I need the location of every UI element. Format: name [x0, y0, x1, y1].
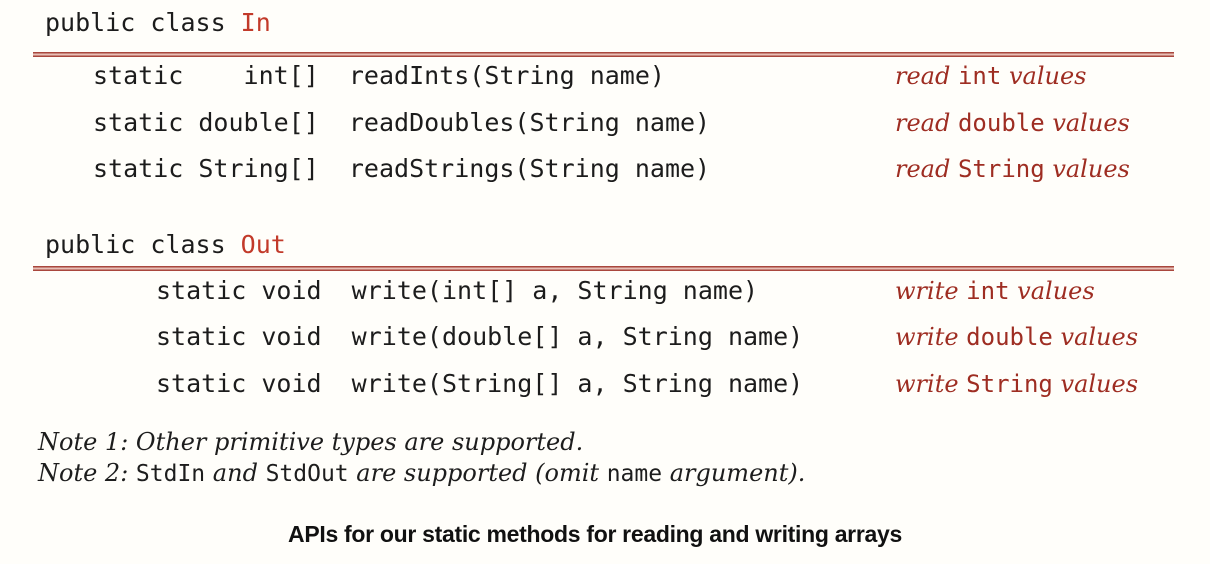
note-text: Note 1: Other primitive types are suppor…	[38, 428, 584, 456]
note-text: are supported (omit	[348, 459, 607, 487]
method-annotation: write String values	[895, 369, 1138, 402]
annotation-prefix: read	[895, 109, 958, 137]
annotation-prefix: write	[895, 323, 967, 351]
method-annotation: read String values	[895, 154, 1130, 187]
method-signature: static String[] readStrings(String name)	[93, 154, 711, 183]
note-text: and	[205, 459, 266, 487]
api-row-write-double: static void write(double[] a, String nam…	[0, 322, 1210, 352]
annotation-code: int	[966, 277, 1010, 305]
method-signature: static double[] readDoubles(String name)	[93, 108, 711, 137]
annotation-suffix: values	[1044, 155, 1130, 183]
note-text: Note 2:	[38, 459, 136, 487]
method-annotation: write double values	[895, 322, 1138, 355]
method-annotation: write int values	[895, 276, 1095, 309]
method-signature: static void write(double[] a, String nam…	[156, 322, 804, 351]
method-signature: static void write(String[] a, String nam…	[156, 369, 804, 398]
class-header-in: public class In	[45, 8, 271, 38]
annotation-code: double	[966, 323, 1053, 351]
annotation-code: double	[957, 109, 1045, 137]
annotation-suffix: values	[1052, 370, 1139, 398]
note-code-stdin: StdIn	[135, 461, 206, 487]
table-rule-in	[33, 52, 1174, 57]
annotation-prefix: read	[895, 155, 958, 183]
note-text: argument).	[662, 459, 806, 487]
annotation-code: String	[966, 370, 1053, 398]
api-row-readdoubles: static double[] readDoubles(String name)…	[0, 108, 1210, 138]
method-signature: static void write(int[] a, String name)	[156, 276, 759, 305]
class-header-prefix: public class	[45, 230, 241, 259]
figure-caption: APIs for our static methods for reading …	[288, 521, 902, 547]
annotation-suffix: values	[1052, 323, 1139, 351]
note-2: Note 2: StdIn and StdOut are supported (…	[38, 458, 805, 488]
annotation-suffix: values	[1001, 62, 1087, 90]
api-row-write-string: static void write(String[] a, String nam…	[0, 369, 1210, 399]
method-signature: static int[] readInts(String name)	[93, 61, 665, 90]
class-name-in: In	[240, 8, 271, 37]
note-code-name: name	[606, 461, 663, 487]
class-header-prefix: public class	[45, 8, 241, 37]
annotation-prefix: write	[895, 370, 967, 398]
annotation-code: int	[957, 62, 1002, 90]
api-row-readints: static int[] readInts(String name) read …	[0, 61, 1210, 91]
annotation-prefix: read	[895, 62, 958, 90]
note-1: Note 1: Other primitive types are suppor…	[38, 427, 583, 457]
annotation-suffix: values	[1044, 109, 1130, 137]
annotation-suffix: values	[1009, 277, 1095, 305]
class-name-out: Out	[240, 230, 286, 259]
annotation-code: String	[957, 155, 1045, 183]
table-rule-out	[33, 266, 1174, 271]
method-annotation: read int values	[895, 61, 1087, 94]
method-annotation: read double values	[895, 108, 1130, 141]
annotation-prefix: write	[895, 277, 967, 305]
class-header-out: public class Out	[45, 230, 286, 260]
note-code-stdout: StdOut	[265, 461, 349, 487]
api-row-write-int: static void write(int[] a, String name) …	[0, 276, 1210, 306]
api-row-readstrings: static String[] readStrings(String name)…	[0, 154, 1210, 184]
